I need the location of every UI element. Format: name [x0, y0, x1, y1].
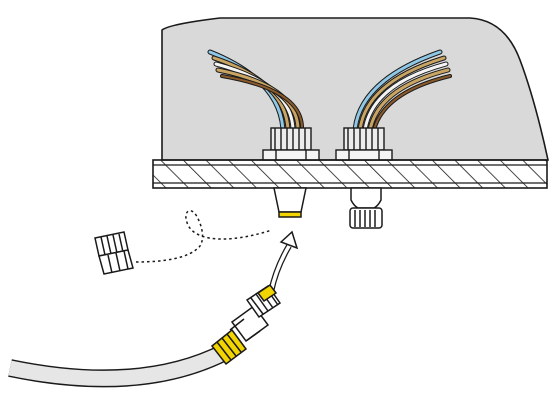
dust-cap-icon — [94, 231, 134, 275]
wire-bundle-left — [207, 49, 305, 133]
cordset-connector — [210, 283, 282, 366]
cable-gland-left — [262, 127, 320, 161]
cable-gland-right — [335, 127, 393, 161]
removal-path — [135, 210, 273, 263]
panel-receptacle — [273, 187, 307, 218]
wire-bundle-right — [352, 49, 452, 133]
receptacle-with-dust-cap — [349, 187, 383, 229]
insertion-arrow — [268, 230, 299, 293]
enclosure-housing — [161, 17, 549, 161]
panel-section — [152, 159, 548, 189]
cordset-cable — [8, 343, 230, 388]
